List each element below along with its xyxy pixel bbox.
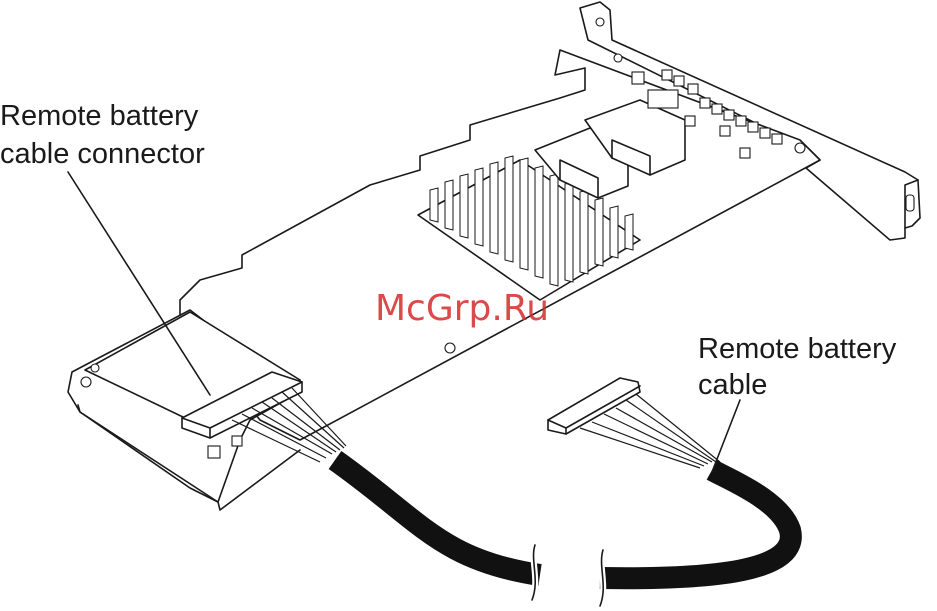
connector-label-line2: cable connector bbox=[0, 138, 205, 170]
battery-cable bbox=[335, 460, 791, 606]
leader-line-cable bbox=[712, 400, 740, 472]
connector-label-line1: Remote battery bbox=[0, 100, 199, 132]
watermark: McGrp.Ru bbox=[375, 288, 549, 329]
cable-end-connector bbox=[548, 378, 640, 434]
cable-label-line1: Remote battery bbox=[698, 333, 897, 365]
cable-label-line2: cable bbox=[698, 369, 767, 401]
